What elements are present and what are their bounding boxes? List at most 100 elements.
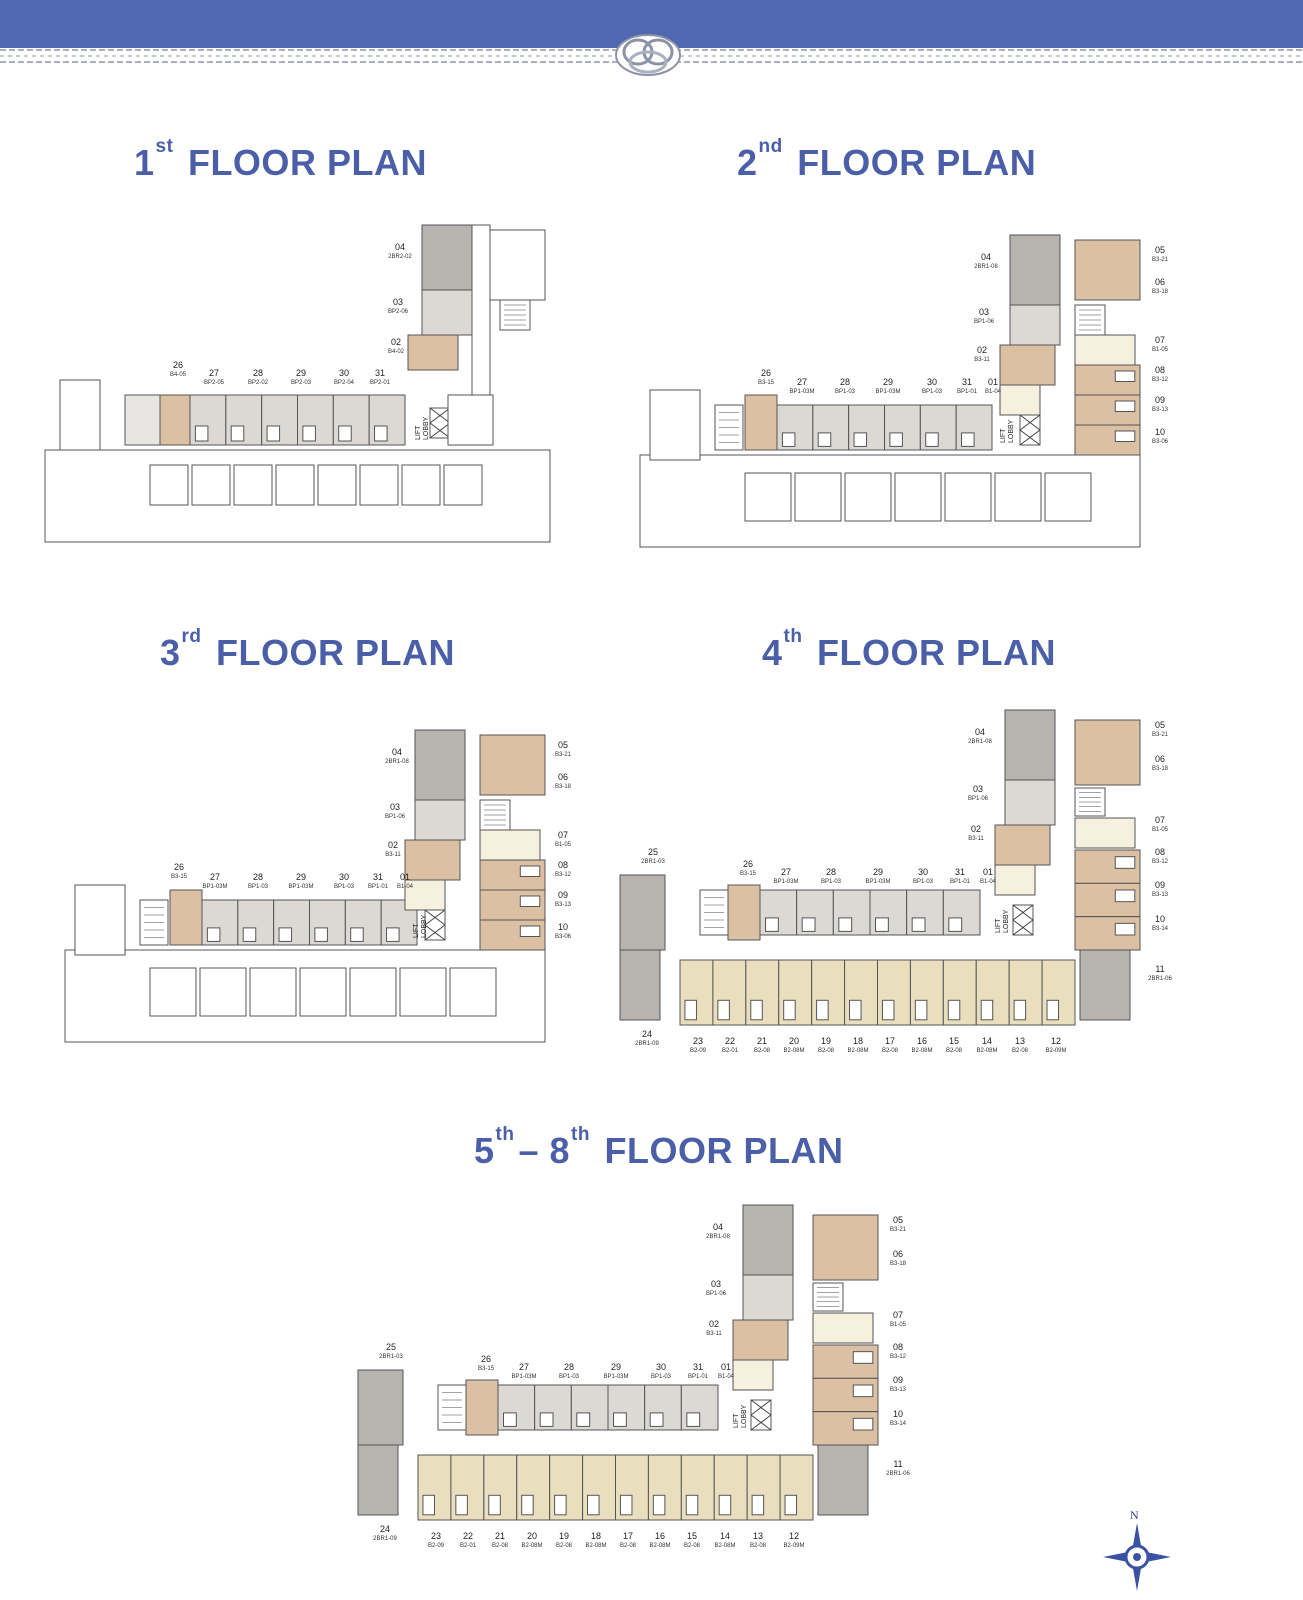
unit-01 <box>994 864 1036 896</box>
bath-fixture <box>911 917 926 932</box>
lift-lobby-label: LIFTLOBBY <box>415 416 430 440</box>
unit-type-03: BP1-06 <box>974 319 995 325</box>
unit-number-09: 09 <box>1155 395 1165 405</box>
unit-type-26: B3-15 <box>478 1366 495 1372</box>
unit-type-24: 2BR1-09 <box>373 1536 397 1542</box>
unit-number-27: 27 <box>797 377 807 387</box>
unit-type-10: B3-14 <box>1152 926 1169 932</box>
lift-lobby-label: LIFTLOBBY <box>413 914 428 938</box>
unit-number-22: 22 <box>725 1036 735 1046</box>
bay <box>149 967 197 1017</box>
bay <box>744 472 792 522</box>
bath-fixture <box>875 917 889 932</box>
floor-plan-3-drawing: 042BR1-0803BP1-0602B3-1105B3-2106B3-1807… <box>64 729 572 1043</box>
unit-number-31: 31 <box>962 377 972 387</box>
unit-number-19: 19 <box>559 1531 569 1541</box>
unit-type-13: B2-08 <box>750 1543 767 1549</box>
unit-number-31: 31 <box>373 872 383 882</box>
retail-bay <box>191 464 231 506</box>
unit-number-01: 01 <box>983 867 993 877</box>
unit-number-29: 29 <box>296 872 306 882</box>
unit-number-03: 03 <box>979 307 989 317</box>
bay <box>944 472 992 522</box>
unit-type-31: BP2-01 <box>370 380 391 386</box>
unit-number-03: 03 <box>711 1279 721 1289</box>
wall-line <box>429 422 451 439</box>
bath-fixture <box>587 1494 600 1516</box>
unit-number-29: 29 <box>883 377 893 387</box>
bath-fixture <box>852 1384 874 1398</box>
bath-fixture <box>852 1417 874 1431</box>
unit-type-13: B2-08 <box>1012 1048 1029 1054</box>
bath-fixture <box>980 999 994 1021</box>
unit-number-27: 27 <box>781 867 791 877</box>
unit-number-30: 30 <box>339 368 349 378</box>
unit-number-08: 08 <box>558 860 568 870</box>
bay <box>449 967 497 1017</box>
unit-type-05: B3-21 <box>1152 732 1169 738</box>
unit-type-01: B1-04 <box>980 879 997 885</box>
bath-fixture <box>1114 430 1136 442</box>
unit-02 <box>994 824 1051 866</box>
unit-26 <box>744 394 778 451</box>
unit-number-12: 12 <box>1051 1036 1061 1046</box>
unit-number-19: 19 <box>821 1036 831 1046</box>
unit-number-06: 06 <box>893 1249 903 1259</box>
floor-plan-4-title: 4th FLOOR PLAN <box>762 626 1056 673</box>
unit-type-10: B3-14 <box>890 1421 907 1427</box>
unit-02 <box>732 1319 789 1361</box>
unit-number-07: 07 <box>1155 335 1165 345</box>
unit-number-23: 23 <box>693 1036 703 1046</box>
unit-03 <box>1004 779 1056 826</box>
unit-number-15: 15 <box>687 1531 697 1541</box>
unit-type-03: BP1-06 <box>968 796 989 802</box>
unit-number-11: 11 <box>893 1459 902 1469</box>
unit-type-01: B1-04 <box>397 884 414 890</box>
rope-knot-icon <box>615 34 681 76</box>
unit-type-19: B2-08 <box>818 1048 835 1054</box>
floor-plan-3-title: 3rd FLOOR PLAN <box>160 626 456 673</box>
floor-plan-2-drawing: 042BR1-0803BP1-0602B3-1105B3-2106B3-1807… <box>639 234 1169 548</box>
wall-line <box>1012 904 1034 921</box>
bath-fixture <box>718 1494 732 1516</box>
unit-type-09: B3-13 <box>1152 892 1169 898</box>
unit-26 <box>727 884 761 941</box>
unit-number-24: 24 <box>642 1029 652 1039</box>
lift-lobby <box>447 394 494 446</box>
unit-01 <box>999 384 1041 416</box>
bath-fixture <box>852 1351 874 1364</box>
unit-type-05: B3-21 <box>1152 257 1169 263</box>
unit-type-15: B2-08 <box>946 1048 963 1054</box>
north-compass-icon: N <box>1103 1508 1171 1591</box>
unit-07 <box>1074 817 1136 849</box>
bath-fixture <box>765 917 779 932</box>
unit-number-02: 02 <box>388 840 398 850</box>
unit-type-06: B3-18 <box>890 1261 907 1267</box>
unit-type-07: B1-05 <box>1152 347 1169 353</box>
unit-number-04: 04 <box>392 747 402 757</box>
unit-03 <box>414 799 466 841</box>
unit-type-31: BP1-01 <box>950 879 971 885</box>
unit-number-14: 14 <box>720 1531 730 1541</box>
unit-type-04: 2BR2-02 <box>388 254 412 260</box>
retail-bay <box>317 464 357 506</box>
bath-fixture <box>817 432 832 447</box>
unit-number-11: 11 <box>1155 964 1164 974</box>
unit-number-18: 18 <box>853 1036 863 1046</box>
unit-04 <box>1004 709 1056 781</box>
unit-type-12: B2-09M <box>783 1543 804 1549</box>
bath-fixture <box>302 425 316 442</box>
unit-type-04: 2BR1-08 <box>974 264 998 270</box>
unit-type-08: B3-12 <box>1152 859 1169 865</box>
unit-type-06: B3-18 <box>555 784 572 790</box>
bath-fixture <box>1046 999 1060 1021</box>
unit-type-28: BP1-03 <box>821 879 842 885</box>
unit-number-02: 02 <box>709 1319 719 1329</box>
unit-number-02: 02 <box>971 824 981 834</box>
unit-type-07: B1-05 <box>555 842 572 848</box>
unit-type-09: B3-13 <box>1152 407 1169 413</box>
unit-number-04: 04 <box>713 1222 723 1232</box>
unit-number-22: 22 <box>463 1531 473 1541</box>
compass-north-label: N <box>1130 1508 1139 1522</box>
unit-type-30: BP1-03 <box>922 389 943 395</box>
